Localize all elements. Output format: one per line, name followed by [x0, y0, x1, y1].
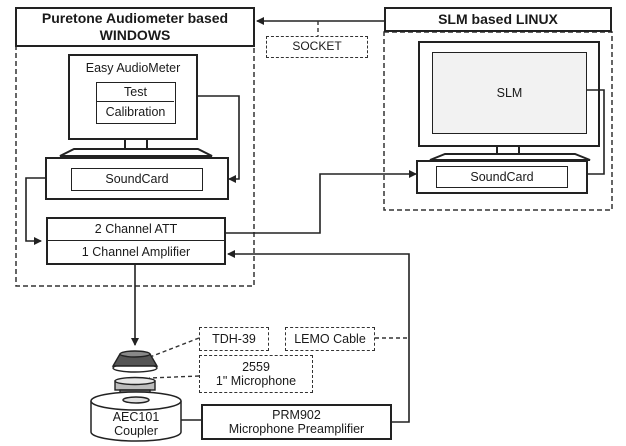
preamp-label-line1: PRM902	[272, 407, 321, 422]
mic-label-line1: 2559	[242, 359, 270, 374]
coupler-label: AEC101 Coupler	[93, 408, 179, 440]
app-title: Easy AudioMeter	[85, 60, 181, 75]
windows-monitor: Easy AudioMeter Test Calibration	[68, 54, 198, 140]
att-label: 2 Channel ATT	[48, 219, 224, 241]
windows-monitor-stand	[59, 138, 213, 157]
lemo-label: LEMO Cable	[294, 331, 366, 346]
linux-soundcard: SoundCard	[436, 166, 568, 188]
preamp-label-line2: Microphone Preamplifier	[228, 422, 365, 436]
lemo-label-box: LEMO Cable	[285, 327, 375, 351]
app-menu: Test Calibration	[96, 82, 176, 124]
windows-soundcard: SoundCard	[71, 168, 203, 191]
att-amplifier-block: 2 Channel ATT 1 Channel Amplifier	[46, 217, 226, 265]
headphone-shape	[111, 350, 159, 373]
preamplifier-box: PRM902 Microphone Preamplifier	[201, 404, 392, 440]
windows-title-line2: WINDOWS	[99, 27, 171, 43]
mic-label-line2: 1" Microphone	[215, 374, 297, 388]
linux-title-box: SLM based LINUX	[384, 7, 612, 32]
tdh-label: TDH-39	[212, 331, 256, 346]
windows-title-line1: Puretone Audiometer based	[41, 10, 229, 27]
amplifier-label: 1 Channel Amplifier	[81, 245, 191, 260]
microphone-label-box: 2559 1" Microphone	[199, 355, 313, 393]
windows-soundcard-unit: SoundCard	[45, 157, 229, 200]
linux-region	[383, 31, 613, 211]
windows-title-box: Puretone Audiometer based WINDOWS	[15, 7, 255, 47]
socket-label-box: SOCKET	[266, 36, 368, 58]
linux-title: SLM based LINUX	[438, 11, 558, 28]
slm-label: SLM	[496, 85, 523, 100]
coupler-shape	[90, 391, 182, 442]
tdh-label-box: TDH-39	[199, 327, 269, 351]
socket-label: SOCKET	[292, 39, 342, 54]
test-button[interactable]: Test	[97, 83, 174, 102]
coupler-label-line2: Coupler	[114, 424, 158, 438]
linux-soundcard-unit: SoundCard	[416, 160, 588, 194]
slm-screen: SLM	[432, 52, 587, 134]
coupler-label-line1: AEC101	[112, 409, 160, 424]
calibration-button[interactable]: Calibration	[105, 105, 166, 120]
